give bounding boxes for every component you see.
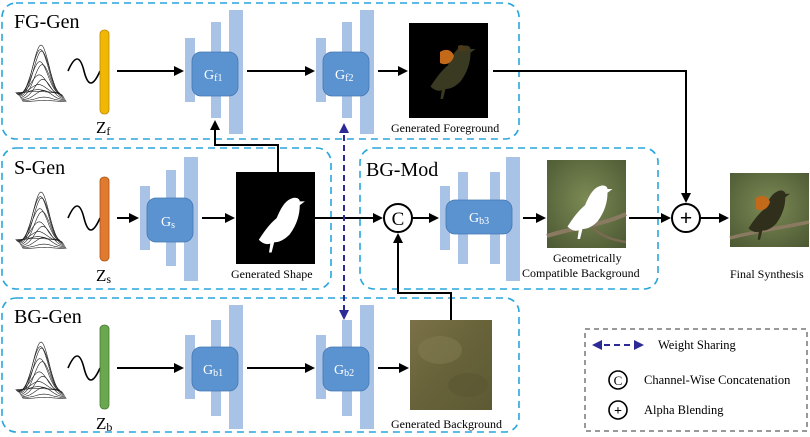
compatible-background-caption-line1: Geometrically [553,251,622,265]
zf-latent-bar [99,29,110,115]
wave-line [67,355,101,381]
svg-text:Gb3: Gb3 [469,211,489,227]
svg-text:C: C [614,373,623,388]
final-synthesis-caption: Final Synthesis [730,267,804,281]
gaussian-noise-icon [15,341,67,399]
bg-gen-title: BG-Gen [14,306,82,328]
blend-operator: + [671,203,701,233]
svg-text:Gf1: Gf1 [204,68,222,84]
legend-concat-icon: C [608,370,628,390]
generator-gs: Gs [140,157,198,281]
arrow-background-concat [393,233,452,320]
final-synthesis-image [729,173,810,247]
zb-latent-bar [99,324,110,410]
legend-concat-label: Channel-Wise Concatenation [644,373,791,387]
generator-gf2: Gf2 [316,10,374,134]
legend-blend-label: Alpha Blending [644,403,724,417]
zb-label: Zb [96,414,112,434]
svg-text:Gs: Gs [161,215,175,231]
compatible-background-caption-line2: Compatible Background [522,266,640,280]
gaussian-noise-icon [15,44,67,102]
arrow-foreground-blend [493,70,691,203]
svg-text:Gf2: Gf2 [335,68,353,84]
generated-foreground-image [409,23,488,118]
legend-weight-sharing-label: Weight Sharing [658,338,737,352]
concat-operator: C [383,203,413,233]
svg-text:Gb1: Gb1 [203,363,223,379]
legend-blend-icon: + [608,400,628,420]
wave-line [67,205,101,231]
bg-mod-title: BG-Mod [366,159,438,181]
generator-gb2: Gb2 [316,305,374,429]
generated-shape-caption: Generated Shape [231,267,313,281]
svg-text:Gb2: Gb2 [334,363,354,379]
zs-latent-bar [99,176,110,262]
wave-line [67,58,101,84]
legend-box [584,328,808,432]
gaussian-noise-icon [15,191,67,249]
generated-background-image [410,320,492,410]
generated-background-caption: Generated Background [391,417,502,431]
generator-gb3: Gb3 [440,157,520,281]
generator-gf1: Gf1 [185,10,243,134]
svg-text:+: + [680,205,693,230]
s-gen-title: S-Gen [14,157,65,179]
s-gen-panel [1,147,332,290]
arrow-shape-gf1 [210,120,279,172]
bg-gen-panel [1,297,520,433]
fg-gen-title: FG-Gen [14,11,80,33]
zs-label: Zs [96,266,111,286]
generated-shape-image [236,172,315,264]
generator-gb1: Gb1 [185,305,243,429]
zf-label: Zf [96,118,110,138]
svg-text:C: C [392,209,405,230]
svg-text:+: + [614,404,622,419]
compatible-background-image [546,160,627,248]
generated-foreground-caption: Generated Foreground [391,121,499,135]
